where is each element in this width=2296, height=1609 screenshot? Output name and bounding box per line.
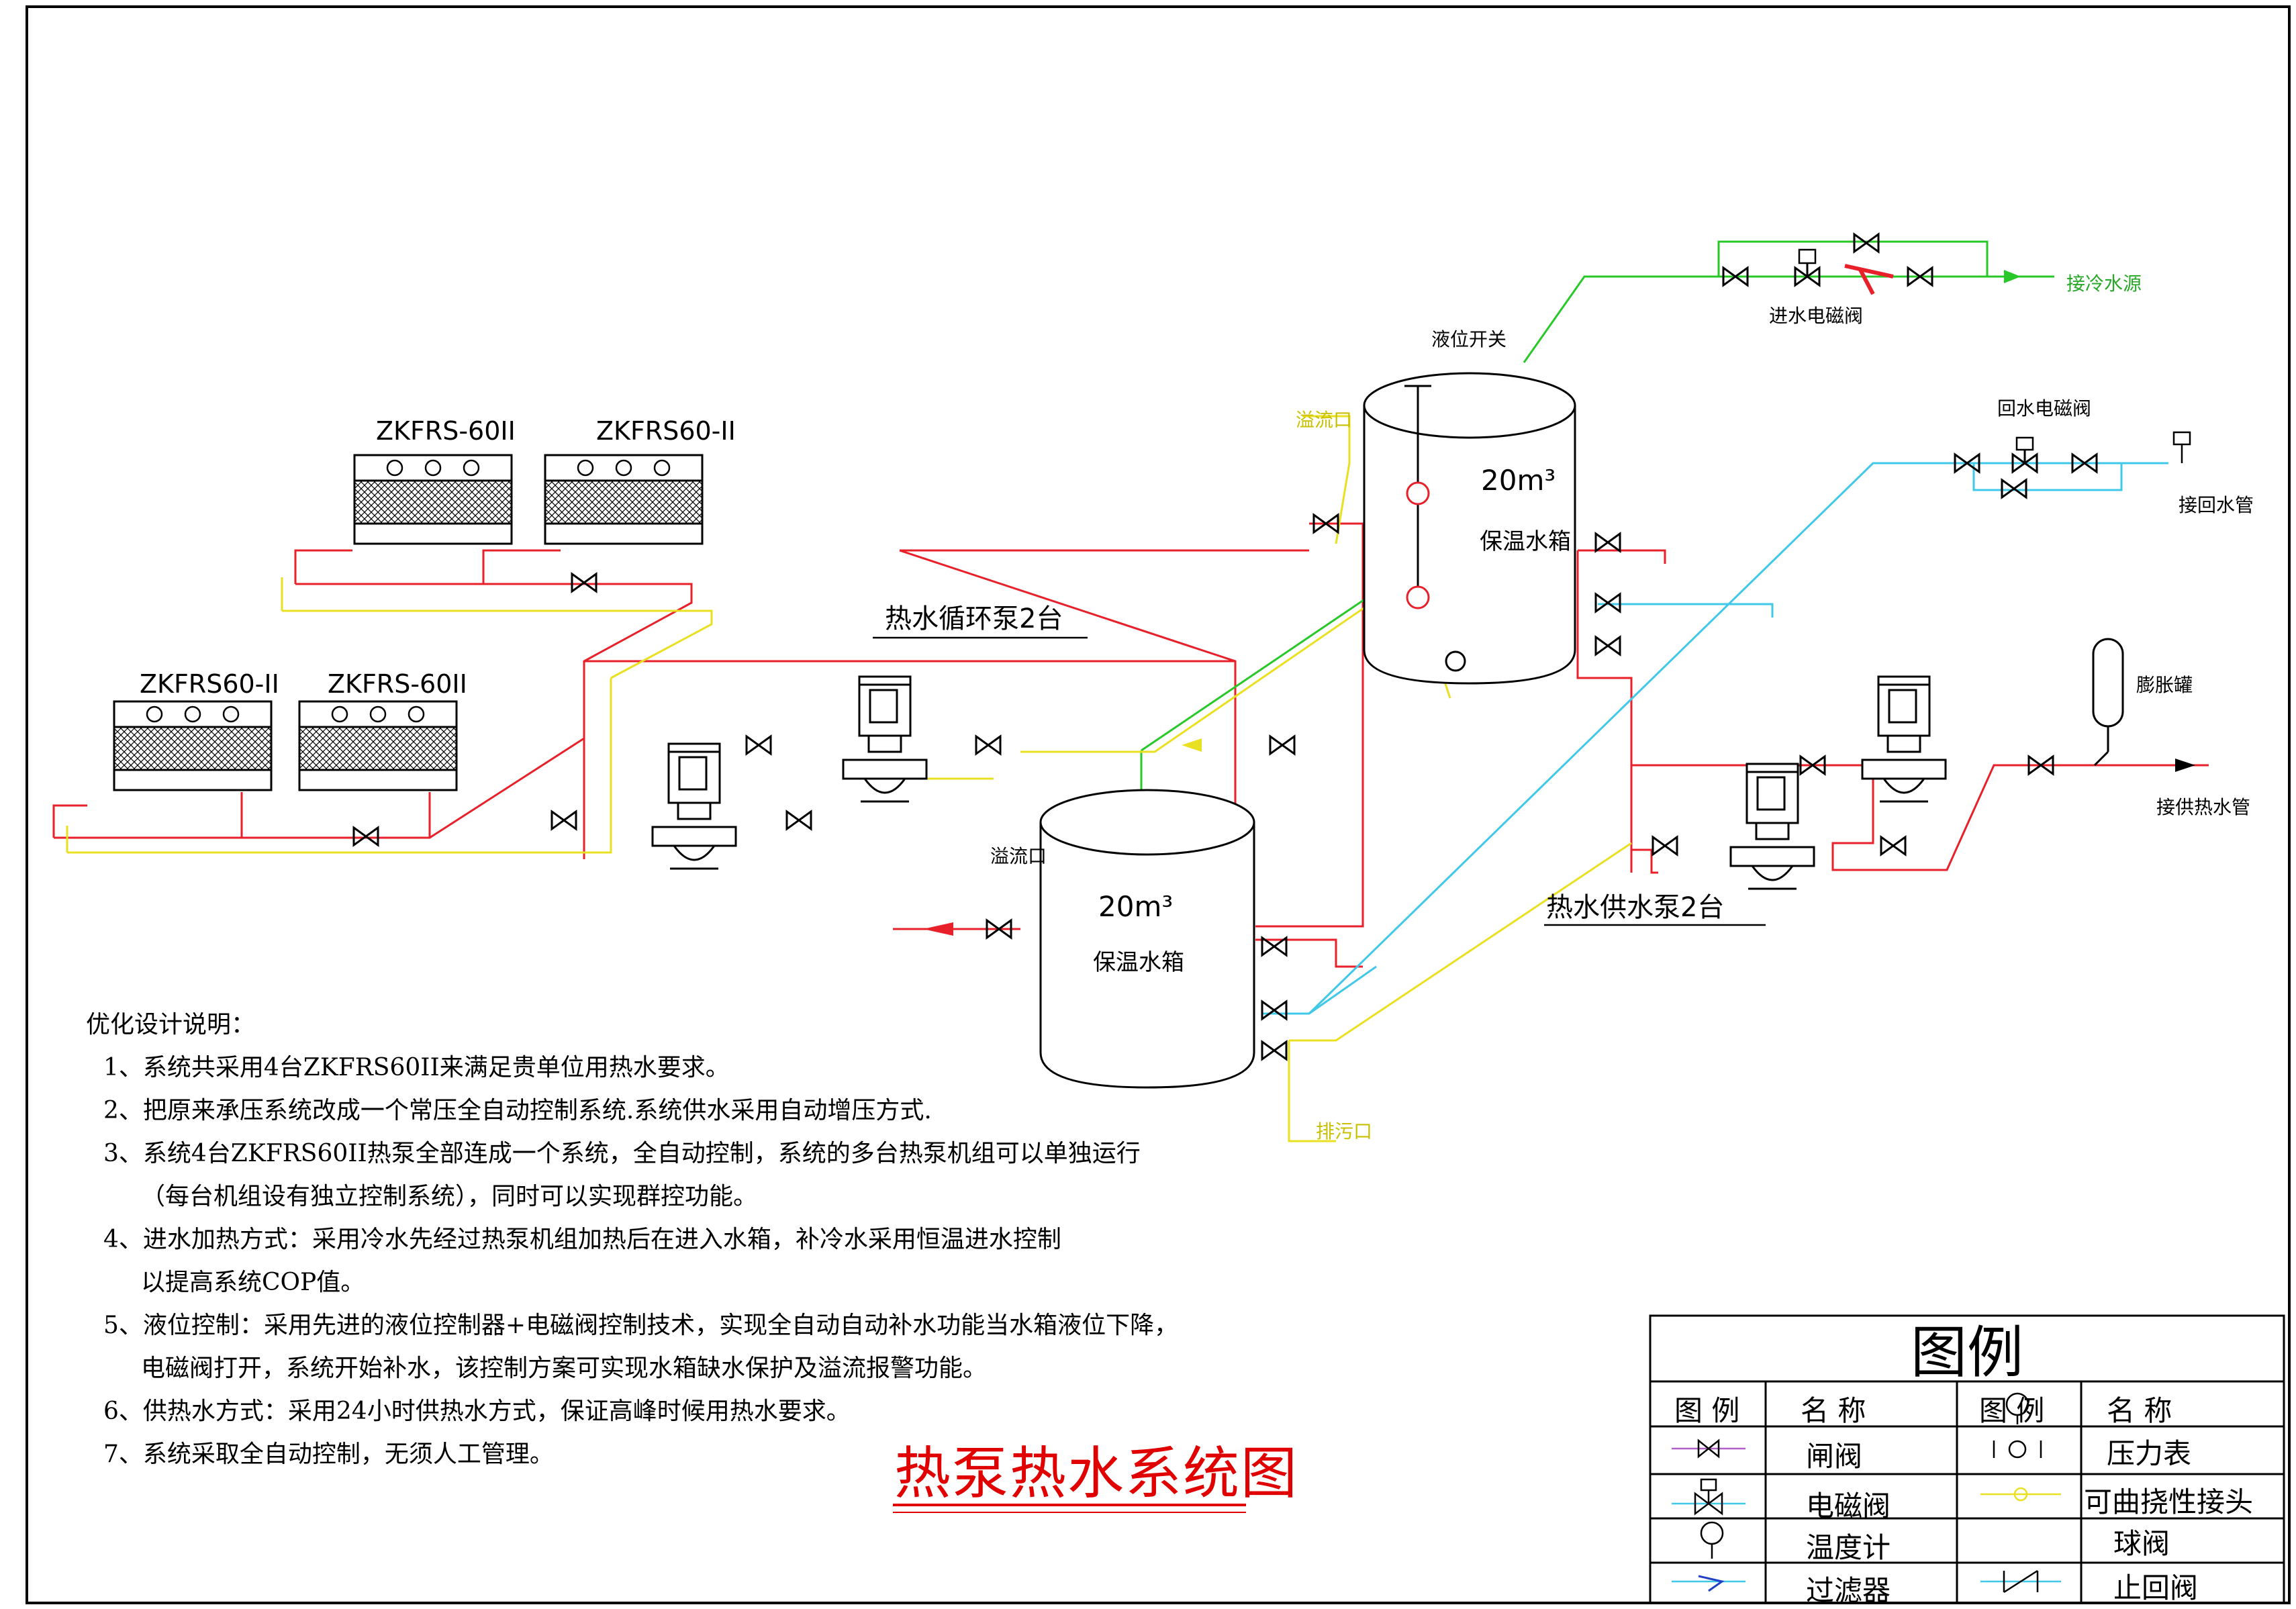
circulation-pump-label: 热水循环泵2台	[885, 603, 1063, 634]
legend-col-name-1: 名 称	[1801, 1394, 1866, 1427]
legend-name-pressure-gauge: 压力表	[2107, 1437, 2192, 1470]
unit-label-1: ZKFRS-60II	[376, 416, 516, 446]
storage-tank-upper: 20m³ 保温水箱	[1363, 372, 1576, 685]
level-switch-label: 液位开关	[1431, 328, 1506, 350]
flow-arrows	[923, 270, 2195, 936]
note-6: 6、供热水方式：采用24小时供热水方式，保证高峰时候用热水要求。	[103, 1398, 851, 1425]
ball-valve-icon	[1980, 1487, 2061, 1502]
legend-name-solenoid-valve: 电磁阀	[1806, 1490, 1891, 1522]
note-7: 7、系统采取全自动控制，无须人工管理。	[103, 1441, 554, 1468]
supply-pump-label: 热水供水泵2台	[1546, 892, 1724, 923]
tank-upper-name: 保温水箱	[1480, 528, 1571, 555]
return-valve-label: 回水电磁阀	[1997, 397, 2091, 420]
storage-tank-lower: 20m³ 保温水箱	[1039, 789, 1255, 1089]
overflow-bottom-label: 溢流口	[990, 845, 1047, 867]
hot-pipes	[52, 522, 2209, 968]
note-4a: 4、进水加热方式：采用冷水先经过热泵机组加热后在进入水箱，补冷水采用恒温进水控制	[103, 1226, 1061, 1253]
check-valve-icon	[1980, 1569, 2061, 1594]
strainer-icon	[1672, 1575, 1745, 1592]
heat-pump-unit-1	[353, 454, 513, 545]
solenoid-valve-icon	[1672, 1478, 1745, 1516]
note-5a: 5、液位控制：采用先进的液位控制器+电磁阀控制技术，实现全自动自动补水功能当水箱…	[103, 1312, 1179, 1339]
tank-upper-volume: 20m³	[1481, 464, 1556, 497]
legend-name-ball-valve: 球阀	[2113, 1527, 2170, 1560]
aux-pipes	[66, 415, 1632, 1142]
circulation-pump-1	[842, 675, 928, 803]
expansion-tank-label: 膨胀罐	[2136, 674, 2193, 696]
tank-lower-volume: 20m³	[1098, 890, 1173, 923]
cold-water-label: 接冷水源	[2066, 273, 2142, 295]
inlet-valve-label: 进水电磁阀	[1769, 305, 1863, 327]
thermometer-icon	[1700, 1521, 1724, 1559]
legend-title: 图例	[1910, 1320, 2023, 1385]
note-5b: 电磁阀打开，系统开始补水，该控制方案可实现水箱缺水保护及溢流报警功能。	[141, 1355, 988, 1382]
heat-pump-unit-4	[298, 700, 458, 791]
drawing-title: 热泵热水系统图	[894, 1441, 1299, 1506]
legend-name-thermometer: 温度计	[1806, 1531, 1891, 1564]
return-thermometer	[2172, 431, 2191, 463]
gate-valve-icon	[1672, 1439, 1745, 1459]
unit-label-4: ZKFRS-60II	[328, 669, 467, 699]
note-1: 1、系统共采用4台ZKFRS60II来满足贵单位用热水要求。	[103, 1054, 730, 1081]
overflow-top-label: 溢流口	[1296, 409, 1352, 431]
return-pipe-label: 接回水管	[2179, 494, 2254, 516]
inlet-strainer	[1844, 264, 1894, 295]
tank-lower-name: 保温水箱	[1093, 949, 1184, 976]
legend: 图例 图 例 名 称 图 例 名 称 闸阀 电磁阀 温度计 过滤器 压力表 可曲…	[1650, 1316, 2284, 1607]
legend-name-flexible-joint: 可曲挠性接头	[2084, 1485, 2254, 1518]
unit-label-3: ZKFRS60-II	[140, 669, 279, 699]
circulation-pump-2	[651, 742, 737, 870]
drain-label: 排污口	[1316, 1120, 1372, 1142]
pressure-gauge-icon	[2005, 1392, 2029, 1424]
note-3a: 3、系统4台ZKFRS60II热泵全部连成一个系统，全自动控制，系统的多台热泵机…	[103, 1140, 1141, 1167]
leader-lines	[873, 636, 1766, 926]
legend-col-symbol-2: 图 例	[1979, 1394, 2045, 1427]
note-3b: （每台机组设有独立控制系统），同时可以实现群控功能。	[141, 1183, 758, 1210]
legend-table	[1649, 1314, 2285, 1604]
expansion-tank	[2092, 638, 2124, 767]
return-solenoid-valve	[2011, 436, 2038, 473]
unit-label-2: ZKFRS60-II	[596, 416, 736, 446]
heat-pump-unit-2	[544, 454, 704, 545]
supply-pump-2	[1729, 763, 1815, 890]
notes-heading: 优化设计说明：	[86, 1011, 256, 1038]
note-2: 2、把原来承压系统改成一个常压全自动控制系统.系统供水采用自动增压方式.	[103, 1097, 932, 1124]
hot-supply-label: 接供热水管	[2156, 796, 2250, 818]
legend-col-symbol-1: 图 例	[1674, 1394, 1740, 1427]
design-notes: 优化设计说明： 1、系统共采用4台ZKFRS60II来满足贵单位用热水要求。 2…	[86, 1004, 1294, 1476]
supply-pump-1	[1861, 675, 1947, 803]
legend-col-name-2: 名 称	[2107, 1394, 2172, 1427]
title-underline	[893, 1504, 1246, 1506]
heat-pump-unit-3	[113, 700, 273, 791]
inlet-solenoid-valve	[1794, 248, 1821, 287]
note-4b: 以提高系统COP值。	[141, 1269, 365, 1296]
legend-name-gate-valve: 闸阀	[1806, 1440, 1863, 1473]
flexible-joint-icon	[1993, 1440, 2042, 1459]
legend-name-strainer: 过滤器	[1806, 1574, 1891, 1607]
legend-name-check-valve: 止回阀	[2113, 1571, 2199, 1604]
title-underline-2	[893, 1512, 1246, 1513]
